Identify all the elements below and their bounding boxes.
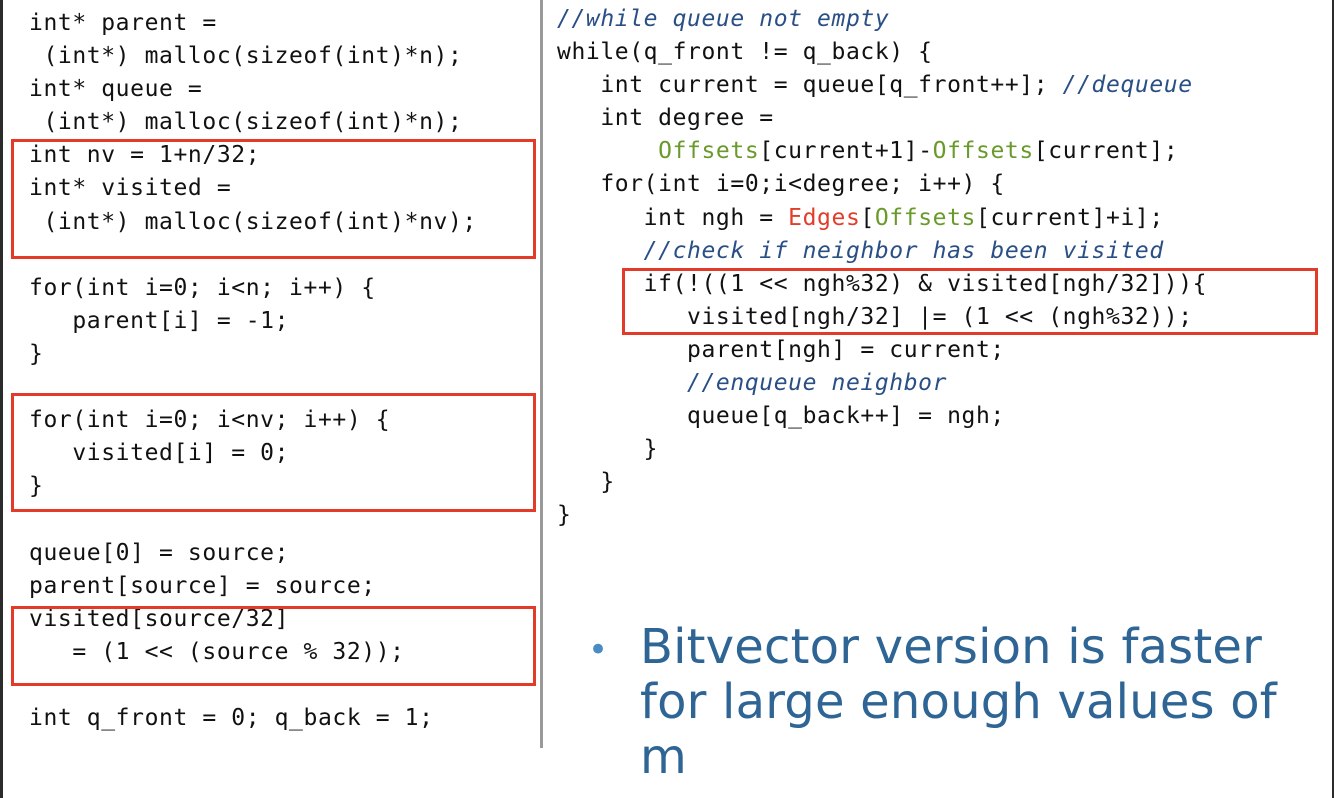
slide-left-border [0, 0, 3, 798]
code-token: parent[source] = source; [29, 572, 376, 599]
code-line: int* parent = [29, 7, 477, 40]
column-divider [540, 0, 543, 748]
code-token: for(int i=0;i<degree; i++) { [557, 171, 1005, 198]
code-line: queue[0] = source; [29, 537, 477, 570]
code-token-comment: //check if neighbor has been visited [557, 237, 1164, 264]
code-line: parent[ngh] = current; [557, 334, 1207, 367]
slide-right-border [1332, 0, 1334, 798]
bullet-dot-icon: • [588, 630, 609, 670]
code-line: (int*) malloc(sizeof(int)*n); [29, 106, 477, 139]
code-token: (int*) malloc(sizeof(int)*n); [29, 109, 463, 136]
code-token: } [557, 469, 615, 496]
code-token-green: Offsets [658, 138, 760, 165]
code-line: } [557, 466, 1207, 499]
code-token: (int*) malloc(sizeof(int)*nv); [29, 208, 477, 235]
code-token [557, 138, 658, 164]
code-line: (int*) malloc(sizeof(int)*nv); [29, 206, 477, 239]
code-token: visited[ngh/32] |= (1 << (ngh%32)); [557, 303, 1193, 330]
code-line: (int*) malloc(sizeof(int)*n); [29, 40, 477, 73]
code-line: for(int i=0; i<n; i++) { [29, 272, 477, 305]
code-token: int* parent = [29, 10, 217, 36]
code-token: int nv = 1+n/32; [29, 142, 261, 169]
code-token: [current+1]- [759, 138, 933, 165]
code-token: for(int i=0; i<nv; i++) { [29, 407, 391, 434]
code-token: [current]; [1033, 138, 1179, 165]
highlight-box-neighbor-check [622, 268, 1318, 335]
code-token: } [29, 340, 44, 367]
code-token: if(!((1 << ngh%32) & visited[ngh/32])){ [557, 270, 1208, 297]
code-token: while(q_front != q_back) { [557, 39, 933, 66]
right-code-block: //while queue not empty while(q_front != … [557, 3, 1207, 533]
code-line: for(int i=0; i<nv; i++) { [29, 404, 477, 437]
code-line: = (1 << (source % 32)); [29, 636, 477, 669]
code-line: parent[source] = source; [29, 570, 477, 603]
code-line: int ngh = Edges[Offsets[current]+i]; [557, 202, 1207, 235]
code-token-comment: //dequeue [1062, 72, 1193, 99]
left-code-block: int* parent = (int*) malloc(sizeof(int)*… [29, 7, 477, 735]
code-token: queue[0] = source; [29, 539, 290, 566]
code-line: //check if neighbor has been visited [557, 235, 1207, 268]
code-token-green: Offsets [932, 138, 1034, 165]
code-line: if(!((1 << ngh%32) & visited[ngh/32])){ [557, 268, 1207, 301]
code-token: int degree = [557, 105, 774, 132]
code-line: int q_front = 0; q_back = 1; [29, 702, 477, 735]
code-token: int ngh = [557, 204, 789, 231]
code-line: int* queue = [29, 73, 477, 106]
code-token: parent[i] = -1; [29, 307, 290, 334]
code-token: [ [860, 204, 875, 231]
code-token: parent[ngh] = current; [557, 336, 1005, 363]
code-token: for(int i=0; i<n; i++) { [29, 274, 376, 301]
code-line: parent[i] = -1; [29, 305, 477, 338]
code-line: //while queue not empty [557, 3, 1207, 36]
code-line: while(q_front != q_back) { [557, 36, 1207, 69]
code-line: int degree = [557, 102, 1207, 135]
code-line: int* visited = [29, 172, 477, 205]
code-token: int* visited = [29, 175, 232, 202]
code-line: visited[source/32] [29, 603, 477, 636]
highlight-box-bitvector-init [11, 393, 536, 512]
code-line: int nv = 1+n/32; [29, 139, 477, 172]
bullet-text: Bitvector version is faster for large en… [640, 619, 1277, 785]
code-line: queue[q_back++] = ngh; [557, 400, 1207, 433]
code-line: for(int i=0;i<degree; i++) { [557, 168, 1207, 201]
code-token: visited[i] = 0; [29, 440, 290, 467]
code-token: int* queue = [29, 76, 203, 103]
highlight-box-bitvector-alloc [11, 139, 536, 259]
code-token: [current]+i]; [976, 204, 1164, 231]
code-line: visited[ngh/32] |= (1 << (ngh%32)); [557, 301, 1207, 334]
code-token: (int*) malloc(sizeof(int)*n); [29, 43, 463, 70]
code-token-red: Edges [788, 204, 861, 231]
code-token-green: Offsets [874, 204, 976, 231]
code-token: visited[source/32] [29, 605, 290, 632]
code-line: //enqueue neighbor [557, 367, 1207, 400]
code-token-comment: //while queue not empty [557, 6, 890, 32]
code-token: } [557, 436, 659, 463]
code-token: = (1 << (source % 32)); [29, 638, 405, 665]
highlight-box-source-visited [11, 606, 536, 686]
code-line: int current = queue[q_front++]; //dequeu… [557, 69, 1207, 102]
code-line: } [29, 470, 477, 503]
code-line: visited[i] = 0; [29, 437, 477, 470]
code-token: } [29, 473, 44, 500]
code-line: } [29, 338, 477, 371]
code-token: } [557, 502, 572, 529]
code-token: int q_front = 0; q_back = 1; [29, 704, 434, 731]
code-token-comment: //enqueue neighbor [557, 370, 948, 397]
code-token: int current = queue[q_front++]; [557, 72, 1063, 99]
code-token: queue[q_back++] = ngh; [557, 403, 1005, 430]
code-line: } [557, 433, 1207, 466]
code-line: } [557, 499, 1207, 532]
code-line: Offsets[current+1]-Offsets[current]; [557, 135, 1207, 168]
